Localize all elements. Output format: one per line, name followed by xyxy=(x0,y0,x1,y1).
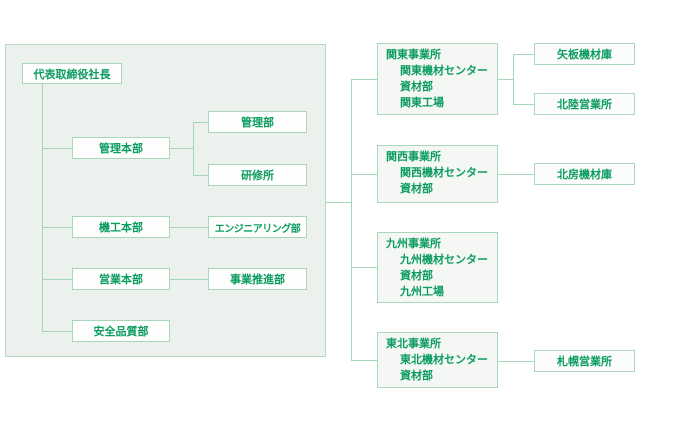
office-item: 九州工場 xyxy=(400,286,444,298)
office-item: 関西機材センター xyxy=(400,167,488,179)
office-item: 九州機材センター xyxy=(400,254,488,266)
connector xyxy=(513,104,534,105)
connector xyxy=(170,279,208,280)
node-anzen-hinshitsu-bu: 安全品質部 xyxy=(72,320,170,342)
node-yaita-kizaiko: 矢板機材庫 xyxy=(534,43,635,65)
node-kanto-office: 関東事業所 関東機材センター 資材部 関東工場 xyxy=(377,43,498,115)
connector xyxy=(42,279,72,280)
office-item: 資材部 xyxy=(400,270,433,282)
office-item: 資材部 xyxy=(400,370,433,382)
connector xyxy=(513,54,514,104)
connector xyxy=(351,174,377,175)
office-item: 資材部 xyxy=(400,183,433,195)
office-item: 東北機材センター xyxy=(400,354,488,366)
connector xyxy=(193,122,208,123)
node-eigyo-honbu: 営業本部 xyxy=(72,268,170,290)
connector xyxy=(351,79,377,80)
office-title: 東北事業所 xyxy=(386,338,441,350)
connector xyxy=(326,202,351,203)
connector xyxy=(351,267,377,268)
connector xyxy=(193,175,208,176)
node-kanri-honbu: 管理本部 xyxy=(72,137,170,159)
connector xyxy=(42,227,72,228)
node-kanri-bu: 管理部 xyxy=(208,111,307,133)
office-item: 資材部 xyxy=(400,81,433,93)
office-item: 関東工場 xyxy=(400,97,444,109)
office-title: 九州事業所 xyxy=(386,238,441,250)
node-hokuriku-eigyosho: 北陸営業所 xyxy=(534,93,635,115)
head-office-group-frame xyxy=(5,44,326,357)
connector xyxy=(498,361,534,362)
connector xyxy=(351,360,377,361)
connector xyxy=(42,331,72,332)
node-kiko-honbu: 機工本部 xyxy=(72,216,170,238)
node-jigyo-suishin-bu: 事業推進部 xyxy=(208,268,307,290)
connector xyxy=(42,84,43,331)
connector xyxy=(351,79,352,360)
connector xyxy=(498,174,534,175)
connector xyxy=(193,122,194,175)
node-sapporo-eigyosho: 札幌営業所 xyxy=(534,350,635,372)
office-item: 関東機材センター xyxy=(400,65,488,77)
node-kansai-office: 関西事業所 関西機材センター 資材部 xyxy=(377,145,498,203)
node-kyushu-office: 九州事業所 九州機材センター 資材部 九州工場 xyxy=(377,232,498,303)
connector xyxy=(42,148,72,149)
node-president: 代表取締役社長 xyxy=(22,63,122,84)
node-tohoku-office: 東北事業所 東北機材センター 資材部 xyxy=(377,332,498,388)
node-engineering-bu: エンジニアリング部 xyxy=(208,216,307,238)
connector xyxy=(170,148,193,149)
connector xyxy=(170,227,208,228)
connector xyxy=(498,79,513,80)
node-hokubo-kizaiko: 北房機材庫 xyxy=(534,163,635,185)
node-kenshujo: 研修所 xyxy=(208,164,307,186)
connector xyxy=(513,54,534,55)
office-title: 関西事業所 xyxy=(386,151,441,163)
office-title: 関東事業所 xyxy=(386,49,441,61)
